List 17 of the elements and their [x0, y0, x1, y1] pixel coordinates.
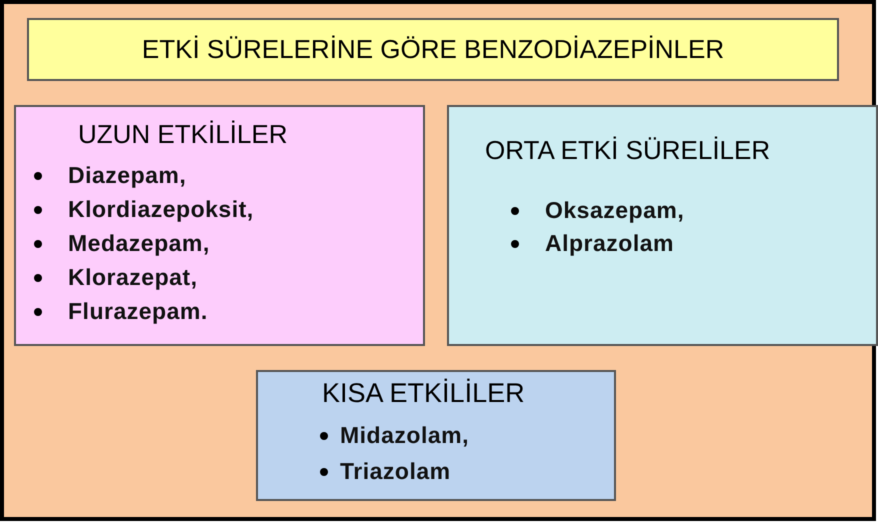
category-box [14, 105, 425, 346]
drug-name: Triazolam [340, 458, 451, 485]
drug-name: Diazepam, [68, 162, 186, 189]
drug-name: Klorazepat, [68, 264, 198, 291]
drug-name: Midazolam, [340, 422, 469, 449]
box-heading: KISA ETKİLİLER [322, 378, 525, 409]
category-box [256, 370, 616, 501]
drug-name: Oksazepam, [545, 197, 684, 224]
drug-name: Alprazolam [545, 230, 674, 257]
drug-name: Flurazepam. [68, 298, 208, 325]
drug-name: Medazepam, [68, 230, 210, 257]
box-heading: ORTA ETKİ SÜRELİLER [485, 135, 770, 166]
title-box [27, 18, 839, 81]
box-heading: UZUN ETKİLİLER [78, 119, 288, 150]
drug-name: Klordiazepoksit, [68, 196, 254, 223]
box-heading: ETKİ SÜRELERİNE GÖRE BENZODİAZEPİNLER [140, 34, 726, 65]
category-box [447, 105, 878, 346]
